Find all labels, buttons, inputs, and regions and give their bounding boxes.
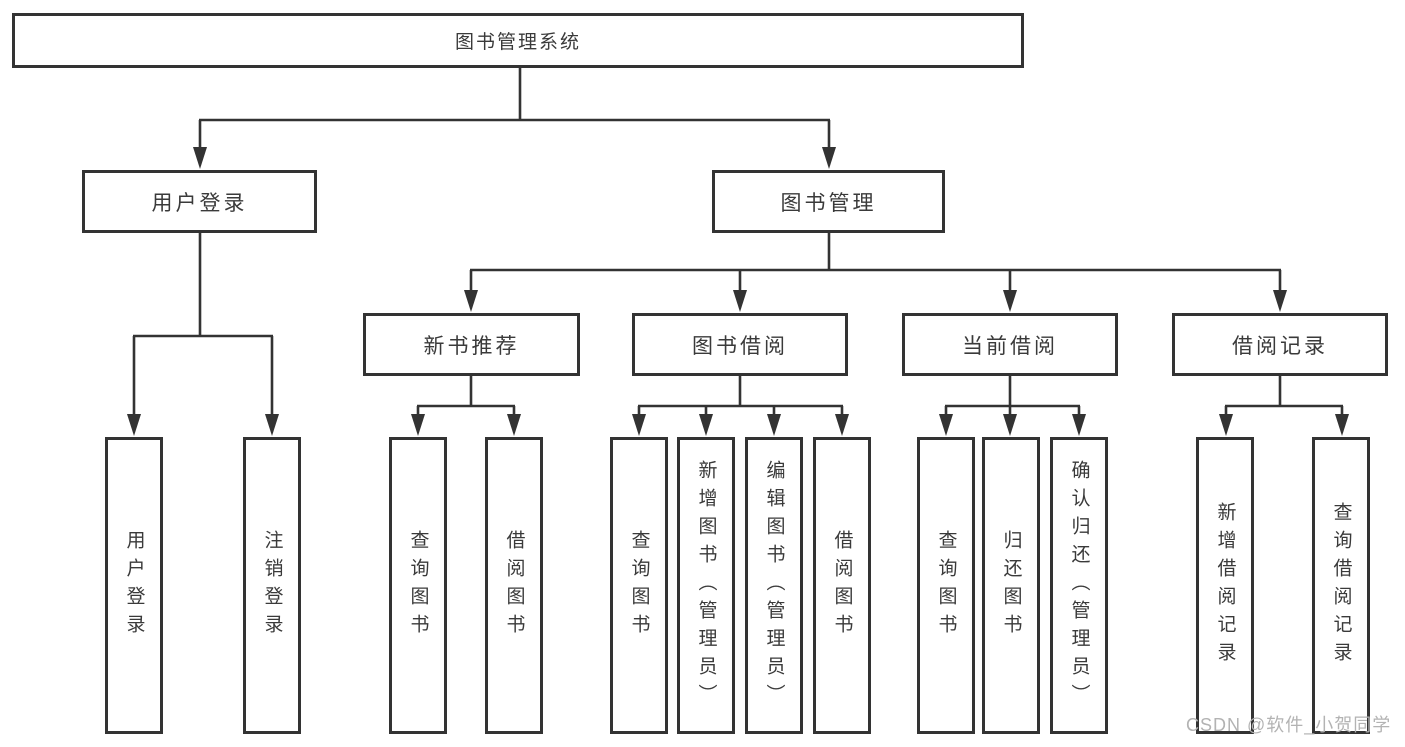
connector-current-borrowing-to-leaves	[939, 376, 1086, 436]
connector-book-management-to-level3	[464, 232, 1287, 312]
csdn-watermark: CSDN @软件_小贺同学	[1186, 715, 1392, 735]
leaf-label: 查询借阅记录	[1330, 501, 1352, 670]
leaf-search-books-borrowing: 查询图书	[610, 437, 668, 734]
node-label: 图书借阅	[692, 334, 788, 358]
node-book-borrowing: 图书借阅	[632, 313, 848, 376]
leaf-label: 用户登录	[123, 529, 145, 642]
node-label: 新书推荐	[423, 334, 520, 358]
leaf-search-books-recommend: 查询图书	[389, 437, 447, 734]
leaf-search-borrow-record: 查询借阅记录	[1312, 437, 1370, 734]
node-book-management-system: 图书管理系统	[12, 13, 1024, 68]
leaf-label: 查询图书	[935, 529, 957, 642]
connector-borrowing-records-to-leaves	[1219, 376, 1349, 436]
leaf-label: 编辑图书（管理员）	[763, 459, 785, 712]
node-label: 当前借阅	[962, 334, 1058, 358]
node-label: 图书管理	[780, 191, 877, 215]
node-new-book-recommendation: 新书推荐	[363, 313, 580, 376]
leaf-label: 借阅图书	[503, 529, 525, 642]
leaf-search-books-current: 查询图书	[917, 437, 975, 734]
leaf-label: 查询图书	[407, 529, 429, 642]
node-book-management: 图书管理	[712, 170, 945, 233]
leaf-return-books: 归还图书	[982, 437, 1040, 734]
leaf-confirm-return-admin: 确认归还（管理员）	[1050, 437, 1108, 734]
leaf-label: 新增图书（管理员）	[695, 459, 717, 712]
leaf-user-login: 用户登录	[105, 437, 163, 734]
connector-new-book-recommendation-to-leaves	[411, 376, 521, 436]
node-borrowing-records: 借阅记录	[1172, 313, 1388, 376]
leaf-borrow-books-recommend: 借阅图书	[485, 437, 543, 734]
leaf-label: 新增借阅记录	[1214, 501, 1236, 670]
leaf-label: 借阅图书	[831, 529, 853, 642]
leaf-borrow-books: 借阅图书	[813, 437, 871, 734]
leaf-label: 注销登录	[261, 529, 283, 642]
connector-root-to-level2	[193, 68, 836, 169]
node-current-borrowing: 当前借阅	[902, 313, 1118, 376]
leaf-logout: 注销登录	[243, 437, 301, 734]
node-label: 借阅记录	[1232, 334, 1328, 358]
leaf-label: 归还图书	[1000, 529, 1022, 642]
connector-book-borrowing-to-leaves	[632, 376, 849, 436]
leaf-edit-book-admin: 编辑图书（管理员）	[745, 437, 803, 734]
leaf-add-borrow-record: 新增借阅记录	[1196, 437, 1254, 734]
leaf-add-book-admin: 新增图书（管理员）	[677, 437, 735, 734]
node-label: 用户登录	[151, 191, 248, 215]
node-label: 图书管理系统	[454, 32, 581, 53]
leaf-label: 查询图书	[628, 529, 650, 642]
connector-user-login-to-leaves	[127, 232, 279, 436]
node-user-login: 用户登录	[82, 170, 317, 233]
leaf-label: 确认归还（管理员）	[1068, 459, 1090, 712]
